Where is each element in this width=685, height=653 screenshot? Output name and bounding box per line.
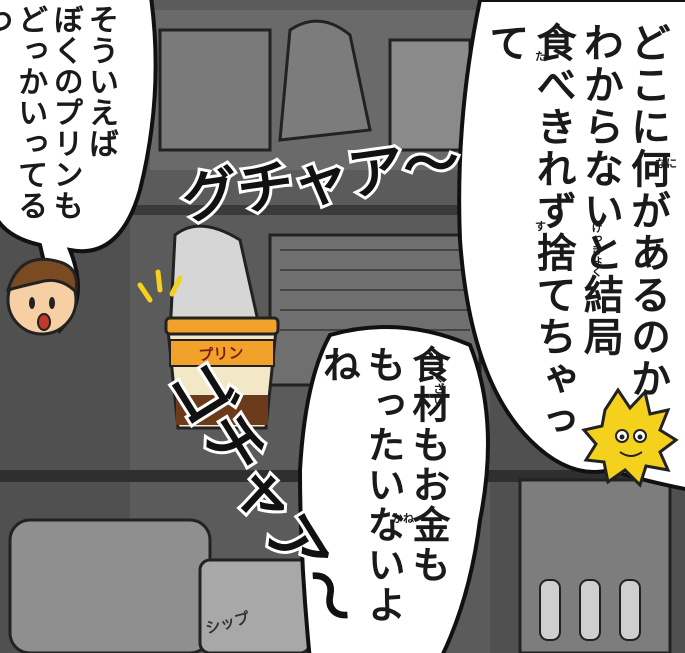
speech-right-line-2: わからないと結局: [576, 22, 623, 358]
shelf-upper: [130, 205, 490, 215]
box-item: [158, 28, 272, 152]
speech-text-bottom: 食材もお金も もったいないよね: [316, 345, 450, 640]
furigana-kane: かね: [392, 512, 414, 525]
speech-left-line-3: どっかいってるわ: [0, 4, 48, 221]
speech-bubble-left: [0, 0, 158, 334]
speech-bottom-line-1: 食材もお金も: [406, 345, 450, 585]
furigana-ta: た: [535, 50, 546, 63]
bag-item: [278, 19, 372, 142]
pudding-cup: [137, 269, 280, 430]
boy-character: [5, 257, 79, 336]
mascot-character: [581, 387, 679, 488]
speech-bottom-line-2: もったいないよね: [316, 345, 406, 625]
furigana-kekkyoku: けっきょく: [590, 222, 603, 277]
speech-right-line-3: 食べきれず捨てちゃって: [482, 22, 576, 442]
sfx-top: グチャア〜: [178, 129, 464, 232]
speech-text-left: そういえば ぼくのプリンも どっかいってるわ: [0, 4, 118, 244]
container-item: [388, 38, 472, 152]
furigana-shokuzai: しょくざい: [432, 350, 445, 405]
speech-right-line-1: どこに何があるのか: [624, 22, 670, 400]
speech-left-line-1: そういえば: [83, 4, 118, 159]
speech-bubble-bottom: [297, 325, 490, 653]
plastic-bag-item: [168, 224, 262, 337]
speech-text-right: どこに何があるのか わからないと結局 食べきれず捨てちゃって: [482, 22, 670, 442]
speech-left-line-2: ぼくのプリンも: [47, 4, 83, 221]
furigana-su: す: [535, 220, 546, 233]
furigana-nani: なに: [655, 157, 677, 170]
